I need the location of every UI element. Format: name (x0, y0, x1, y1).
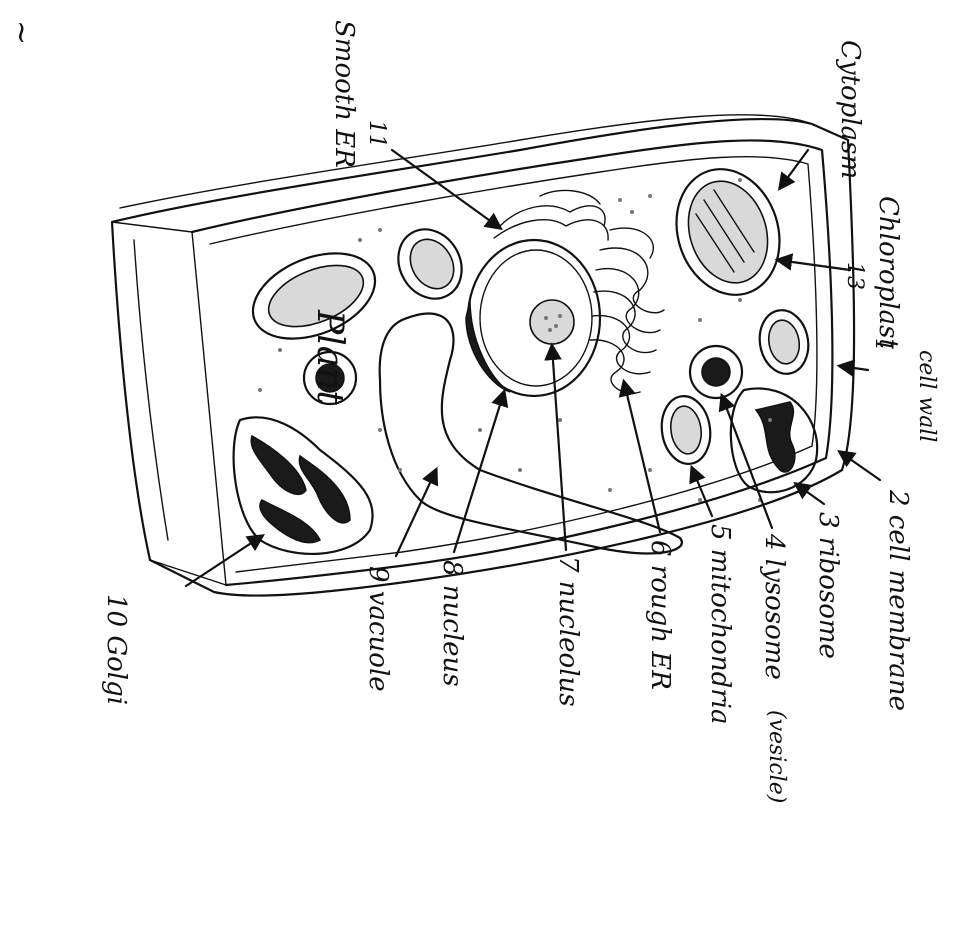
smooth-er (494, 190, 608, 240)
label-chloroplast-num: 13 (842, 262, 867, 290)
label-nucleolus: 7 nucleolus (553, 556, 583, 707)
label-golgi: 10 Golgi (101, 594, 131, 705)
chloroplast-top-right (661, 156, 796, 309)
nucleus (466, 240, 600, 396)
label-smooth-er: Smooth ER (329, 20, 359, 168)
label-chloroplast: Chloroplast (873, 196, 903, 349)
arrow-mitochondria (692, 468, 712, 516)
label-vacuole: 9 vacuole (363, 566, 393, 692)
label-rough-er: 6 rough ER (645, 540, 675, 690)
corner-mark: ~ (4, 20, 39, 45)
arrow-rough-er (624, 382, 660, 532)
labels: Plant Cytoplasm Chloroplast 13 cell wall… (101, 20, 939, 803)
label-cell-membrane: 2 cell membrane (883, 489, 913, 711)
rough-er (590, 228, 664, 393)
arrow-nucleus (454, 392, 504, 552)
mitochondrion-right (731, 388, 817, 492)
chloroplast-small-top (386, 218, 474, 310)
arrow-vacuole (396, 470, 436, 556)
chloroplast-lower (658, 393, 715, 467)
label-cell-wall-num: 1 (870, 338, 895, 352)
label-ribosome: 3 ribosome (813, 512, 843, 659)
golgi (234, 417, 373, 554)
chloroplast-right-mid (755, 306, 813, 377)
label-smooth-er-num: 11 (364, 120, 389, 148)
arrow-golgi (186, 536, 262, 586)
cell-side-face (112, 222, 226, 585)
label-nucleus: 8 nucleus (437, 560, 467, 687)
label-cell-wall: cell wall (914, 350, 939, 442)
label-lysosome: 4 lysosome (759, 533, 789, 680)
label-mitochondria: 5 mitochondria (705, 524, 735, 724)
title-plant: Plant (309, 309, 350, 405)
label-cytoplasm: Cytoplasm (835, 40, 865, 179)
arrow-cytoplasm (780, 150, 808, 188)
arrow-cell-membrane (840, 452, 880, 480)
nucleolus (530, 300, 574, 344)
label-lysosome-note: (vesicle) (764, 710, 789, 803)
